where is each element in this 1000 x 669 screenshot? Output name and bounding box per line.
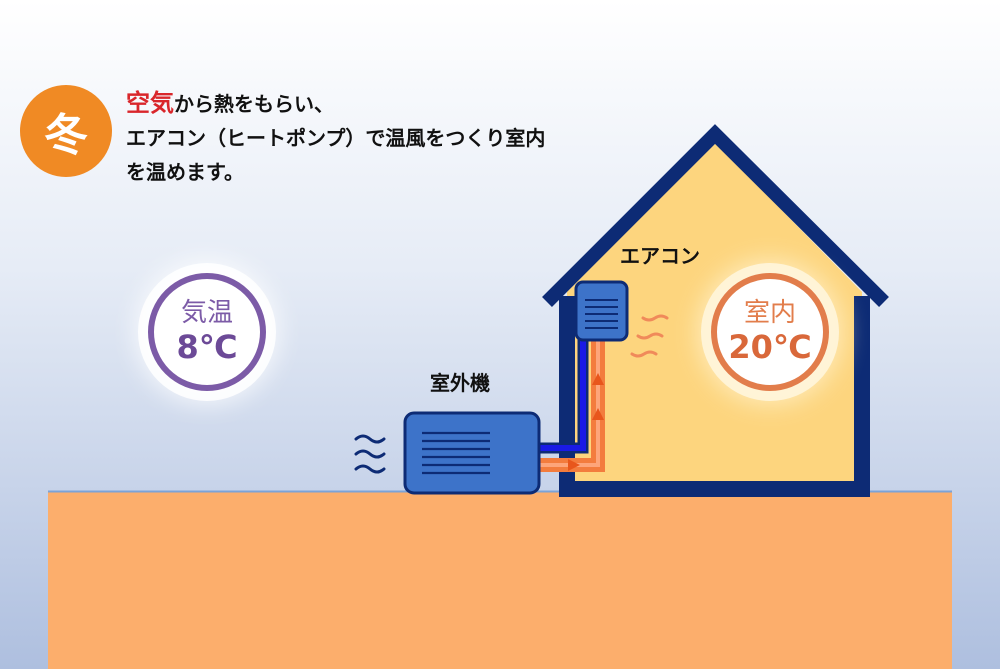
- refrigerant-pipes: [537, 338, 605, 472]
- outdoor-temperature-label: 気温: [180, 298, 233, 328]
- indoor-temperature-value: 20℃: [728, 328, 812, 366]
- indoor-temperature-badge: 室内 20℃: [711, 273, 829, 391]
- caption-line-1: 空気から熱をもらい、: [126, 86, 646, 121]
- outdoor-temperature-value: 8℃: [176, 328, 238, 366]
- outdoor-temperature-badge: 気温 8℃: [148, 273, 266, 391]
- outdoor-unit: [403, 411, 541, 495]
- description-caption: 空気から熱をもらい、 エアコン（ヒートポンプ）で温風をつくり室内 を温めます。: [126, 86, 646, 189]
- air-conditioner: [574, 280, 629, 342]
- outdoor-unit-label: 室外機: [430, 371, 490, 395]
- caption-line-2: エアコン（ヒートポンプ）で温風をつくり室内: [126, 126, 546, 150]
- flow-arrow-icon: [592, 408, 604, 420]
- winter-badge: 冬: [20, 85, 112, 177]
- caption-line-1-rest: から熱をもらい、: [174, 92, 334, 116]
- air-conditioner-label: エアコン: [620, 244, 700, 268]
- wind-lines-icon: [354, 434, 386, 474]
- flow-arrow-icon: [592, 373, 604, 385]
- flow-arrow-icon: [568, 459, 580, 471]
- caption-highlight: 空気: [126, 89, 174, 117]
- caption-line-3: を温めます。: [126, 160, 244, 184]
- ground: [48, 491, 952, 669]
- indoor-temperature-label: 室内: [743, 298, 796, 328]
- warm-air-icon: [630, 314, 669, 358]
